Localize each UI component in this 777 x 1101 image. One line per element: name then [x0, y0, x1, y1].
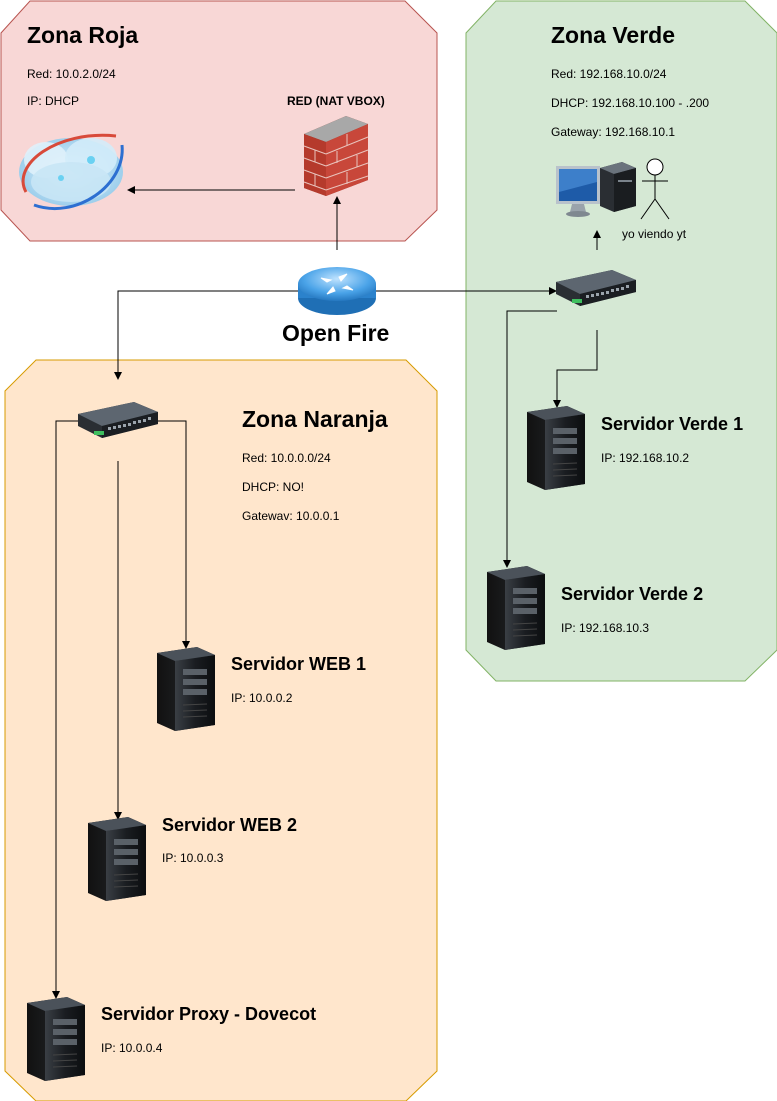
servidor-web-1-ip: IP: 10.0.0.2 [231, 691, 293, 705]
servidor-verde-1-ip: IP: 192.168.10.2 [601, 451, 690, 465]
firewall-icon [303, 116, 369, 196]
zona-verde-dhcp: DHCP: 192.168.10.100 - .200 [551, 96, 710, 110]
servidor-web-2-ip: IP: 10.0.0.3 [162, 851, 224, 865]
server-icon [87, 816, 147, 902]
zona-roja-title: Zona Roja [27, 22, 139, 48]
zona-verde-area [465, 0, 777, 682]
servidor-proxy-title: Servidor Proxy - Dovecot [101, 1004, 317, 1024]
zona-naranja-area [4, 359, 438, 1101]
servidor-web-1-title: Servidor WEB 1 [231, 654, 367, 674]
zona-verde-gateway: Gateway: 192.168.10.1 [551, 125, 676, 139]
zona-naranja-dhcp: DHCP: NO! [242, 480, 305, 494]
server-icon [486, 565, 546, 651]
router-label: Open Fire [282, 320, 390, 346]
router-icon [298, 267, 376, 315]
user-label: yo viendo yt [622, 227, 687, 241]
zona-naranja-title: Zona Naranja [242, 406, 388, 432]
connection-lines [52, 186, 601, 999]
zona-naranja-red: Red: 10.0.0.0/24 [242, 451, 331, 465]
zona-naranja-gateway: Gatewav: 10.0.0.1 [242, 509, 340, 523]
servidor-verde-2-ip: IP: 192.168.10.3 [561, 621, 650, 635]
zona-roja-ip: IP: DHCP [27, 94, 80, 108]
servidor-verde-1-title: Servidor Verde 1 [601, 414, 744, 434]
server-icon [526, 405, 586, 491]
servidor-web-2-title: Servidor WEB 2 [162, 815, 298, 835]
computer-icon [556, 162, 636, 217]
servidor-verde-2-title: Servidor Verde 2 [561, 584, 704, 604]
zona-verde-title: Zona Verde [551, 22, 675, 48]
person-icon [640, 158, 670, 220]
server-icon [156, 646, 216, 732]
servidor-proxy-ip: IP: 10.0.0.4 [101, 1041, 163, 1055]
zona-roja-red: Red: 10.0.2.0/24 [27, 67, 116, 81]
cloud-icon [19, 133, 124, 211]
firewall-label: RED (NAT VBOX) [287, 94, 385, 108]
server-icon [26, 996, 86, 1082]
zona-verde-red: Red: 192.168.10.0/24 [551, 67, 667, 81]
